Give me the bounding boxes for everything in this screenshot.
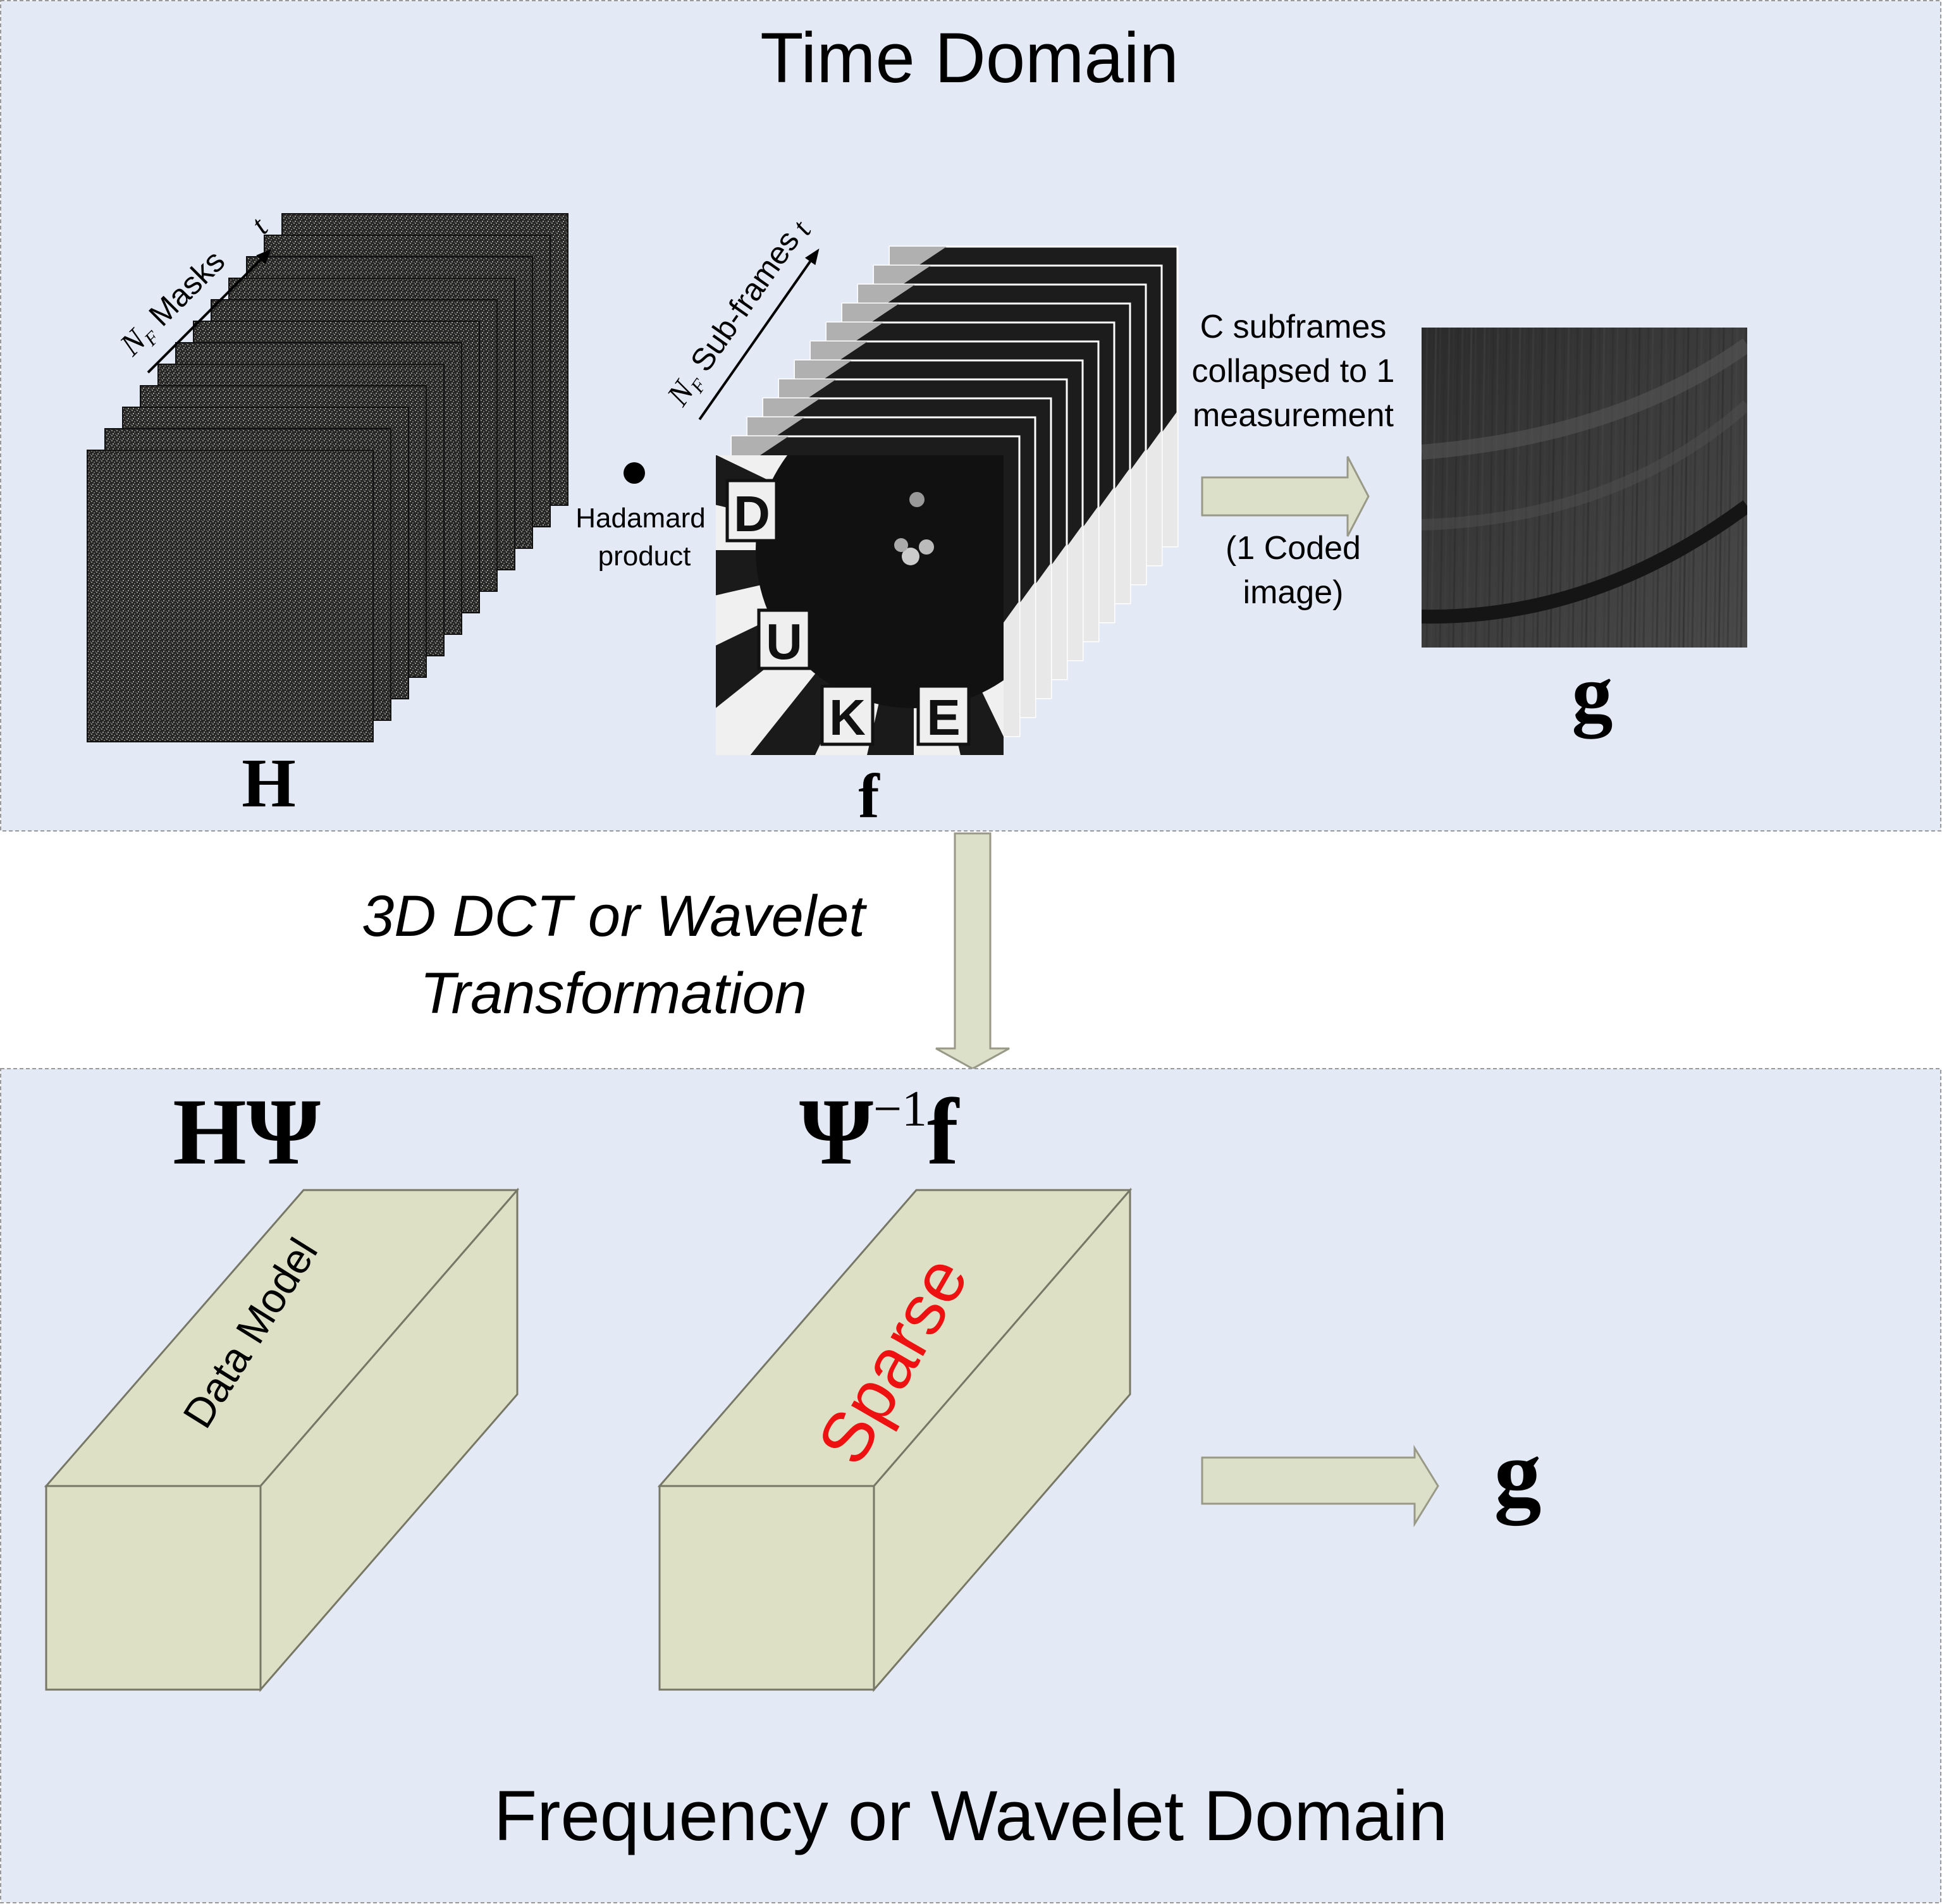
letter-tile-e: E	[916, 684, 971, 746]
transform-label-line1: 3D DCT or Wavelet	[362, 884, 867, 949]
front-subframe-image: D U K E	[716, 455, 1004, 755]
svg-text:K: K	[829, 689, 866, 746]
transform-label-line2: Transformation	[420, 961, 807, 1026]
hadamard-dot	[624, 462, 645, 484]
mask-stack	[87, 213, 568, 742]
svg-text:D: D	[734, 486, 770, 542]
label-f: f	[858, 761, 880, 831]
svg-text:E: E	[926, 689, 960, 746]
sparse-box: Sparse	[657, 1187, 1133, 1693]
letter-tile-k: K	[820, 684, 875, 746]
time-domain-title: Time Domain	[760, 18, 1179, 97]
frequency-domain-title: Frequency or Wavelet Domain	[494, 1776, 1447, 1855]
hadamard-label-line1: Hadamard	[575, 503, 705, 534]
collapse-text-line3: measurement	[1193, 397, 1394, 434]
collapse-text-line1: C subframes	[1200, 309, 1387, 345]
time-domain-panel: Time Domain NF Masks t Hadamard product	[0, 0, 1941, 832]
label-psi-inverse-f: Ψ−1f	[799, 1079, 960, 1184]
label-g-top: g	[1572, 648, 1613, 739]
transform-arrow	[935, 832, 1010, 1070]
output-arrow	[1201, 1444, 1439, 1528]
label-g-bottom: g	[1494, 1421, 1542, 1526]
frequency-domain-panel: HΨ Ψ−1f Data Model Sparse g Frequency or…	[0, 1068, 1941, 1903]
letter-tile-u: U	[757, 608, 811, 670]
coded-image-text-line1: (1 Coded	[1226, 530, 1361, 567]
collapse-arrow	[1201, 456, 1370, 537]
letter-tile-d: D	[725, 479, 778, 543]
label-h-psi: HΨ	[173, 1079, 321, 1184]
coded-image-text-line2: image)	[1243, 574, 1344, 611]
svg-text:U: U	[766, 613, 802, 670]
mask-frame	[87, 450, 374, 742]
label-h: H	[242, 744, 296, 821]
transform-section: 3D DCT or Wavelet Transformation	[362, 832, 1010, 1070]
collapse-text-line2: collapsed to 1	[1192, 353, 1395, 390]
coded-image	[1422, 328, 1747, 648]
hadamard-label-line2: product	[598, 541, 691, 572]
